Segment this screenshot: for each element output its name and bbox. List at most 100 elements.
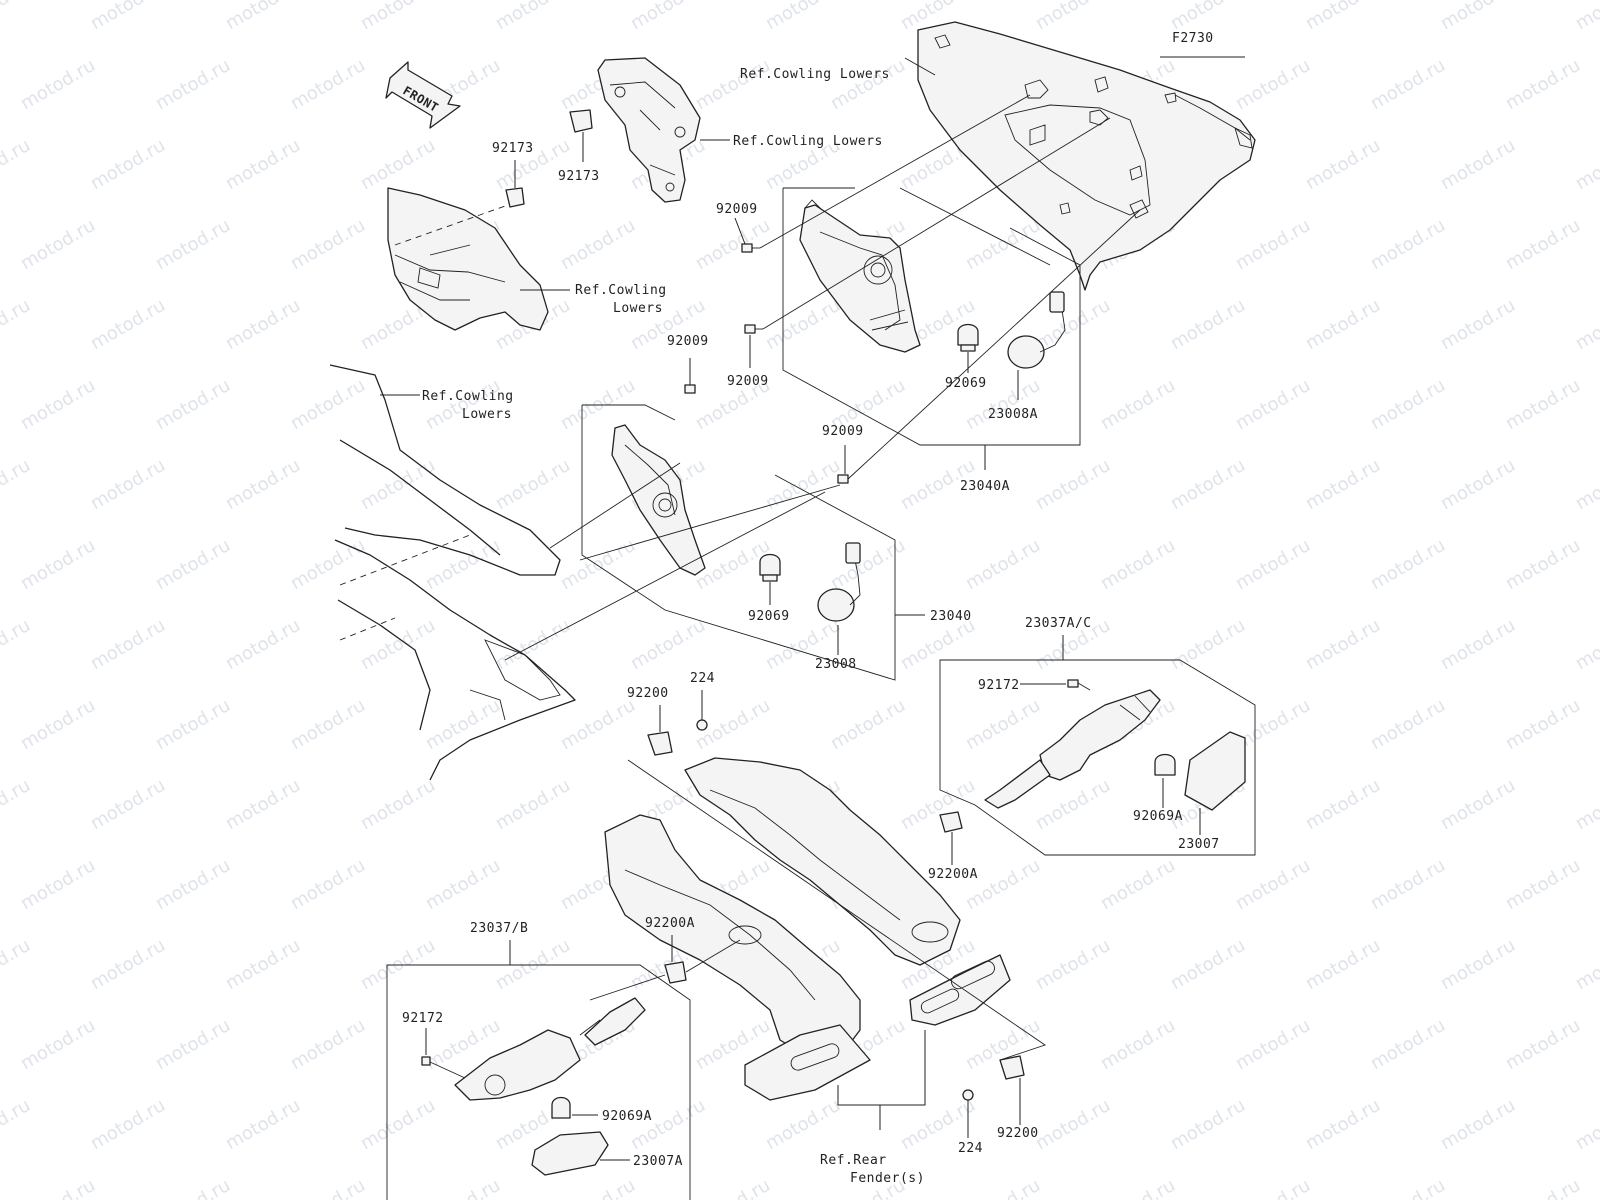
label-23008A: 23008A [988,407,1038,422]
label-ref-rear-fender-line1: Ref.Rear [820,1153,887,1168]
upper-cowling-part [917,21,1256,291]
watermark-text: motod.ru [762,295,844,354]
watermark-text: motod.ru [222,295,304,354]
watermark-text: motod.ru [1302,455,1384,514]
alignment-lines-mid [504,462,841,661]
alignment-lines-rear-left [589,939,741,1001]
watermark-text: motod.ru [1437,295,1519,354]
watermark-text: motod.ru [1437,0,1519,34]
label-92009-c: 92009 [667,334,709,349]
label-ref-cowling-mid-line2: Lowers [462,407,512,422]
watermark-text: motod.ru [0,295,34,354]
watermark-text: motod.ru [557,695,639,754]
watermark-text: motod.ru [1502,1015,1584,1074]
label-92200-a: 92200 [627,686,669,701]
left-cowling-part [387,187,549,331]
watermark-text: motod.ru [1232,1175,1314,1200]
watermark-text: motod.ru [17,695,99,754]
watermark-text: motod.ru [1302,0,1384,34]
watermark-text: motod.ru [0,1095,34,1154]
label-23037B: 23037/B [470,921,528,936]
watermark-text: motod.ru [17,55,99,114]
label-92200A-b: 92200A [645,916,695,931]
label-23040A: 23040A [960,479,1010,494]
watermark-text: motod.ru [1367,695,1449,754]
screw-92172-left [421,1056,431,1066]
leader-ref-rear-fender [837,1030,926,1130]
watermark-text: motod.ru [962,535,1044,594]
front-direction-arrow: FRONT [385,61,461,129]
bulb-92069-top [957,323,979,352]
watermark-text: motod.ru [1502,695,1584,754]
watermark-text: motod.ru [1502,855,1584,914]
nut-92200-top [647,731,673,756]
watermark-text: motod.ru [0,455,34,514]
watermark-text: motod.ru [1232,55,1314,114]
label-92200A-a: 92200A [928,867,978,882]
watermark-text: motod.ru [357,0,439,34]
label-ref-cowling-bracket: Ref.Cowling Lowers [733,134,883,149]
watermark-text: motod.ru [17,535,99,594]
watermark-text: motod.ru [1032,775,1114,834]
watermark-text: motod.ru [287,855,369,914]
watermark-text: motod.ru [1167,1095,1249,1154]
clip-92173-top [569,109,593,133]
watermark-text: motod.ru [627,0,709,34]
watermark-text: motod.ru [1437,775,1519,834]
watermark-text: motod.ru [1572,775,1600,834]
rear-fender-frame-part [604,757,1011,1101]
label-92069-a: 92069 [945,376,987,391]
label-92069A-a: 92069A [1133,809,1183,824]
watermark-text: motod.ru [1367,855,1449,914]
label-92069A-b: 92069A [602,1109,652,1124]
watermark-text: motod.ru [222,135,304,194]
watermark-text: motod.ru [287,375,369,434]
watermark-text: motod.ru [422,375,504,434]
label-23007A: 23007A [633,1154,683,1169]
label-23007: 23007 [1178,837,1220,852]
watermark-text: motod.ru [492,455,574,514]
watermark-text: motod.ru [1032,935,1114,994]
watermark-text: motod.ru [87,455,169,514]
watermark-text: motod.ru [222,1095,304,1154]
watermark-text: motod.ru [152,55,234,114]
watermark-text: motod.ru [222,455,304,514]
watermark-text: motod.ru [87,135,169,194]
watermark-text: motod.ru [152,695,234,754]
dashed-alignment-left [394,204,509,246]
watermark-text: motod.ru [1097,855,1179,914]
watermark-text: motod.ru [0,615,34,674]
watermark-text: motod.ru [557,1175,639,1200]
watermark-text: motod.ru [962,855,1044,914]
label-92173-a: 92173 [492,141,534,156]
assembly-box-23040A [782,187,1081,446]
watermark-text: motod.ru [1502,55,1584,114]
rear-signal-right-part [984,689,1246,811]
watermark-text: motod.ru [1167,935,1249,994]
label-224-a: 224 [690,671,715,686]
watermark-text: motod.ru [1302,615,1384,674]
screw-line-left [429,1061,466,1079]
leader-ref-cowling-top [904,57,936,76]
watermark-text: motod.ru [1302,295,1384,354]
label-92172-b: 92172 [402,1011,444,1026]
leader-92009-a [734,217,746,245]
watermark-text: motod.ru [1367,215,1449,274]
watermark-text: motod.ru [962,1175,1044,1200]
watermark-text: motod.ru [87,1095,169,1154]
watermark-text: motod.ru [152,375,234,434]
watermark-text: motod.ru [557,535,639,594]
watermark-text: motod.ru [357,775,439,834]
watermark-text: motod.ru [1367,535,1449,594]
socket-23008A [1007,291,1066,369]
watermark-text: motod.ru [692,1175,774,1200]
watermark-text: motod.ru [1502,215,1584,274]
watermark-text: motod.ru [1232,1015,1314,1074]
watermark-text: motod.ru [762,1095,844,1154]
watermark-text: motod.ru [0,0,34,34]
watermark-text: motod.ru [152,1175,234,1200]
watermark-text: motod.ru [87,0,169,34]
watermark-text: motod.ru [692,215,774,274]
watermark-text: motod.ru [1572,1095,1600,1154]
